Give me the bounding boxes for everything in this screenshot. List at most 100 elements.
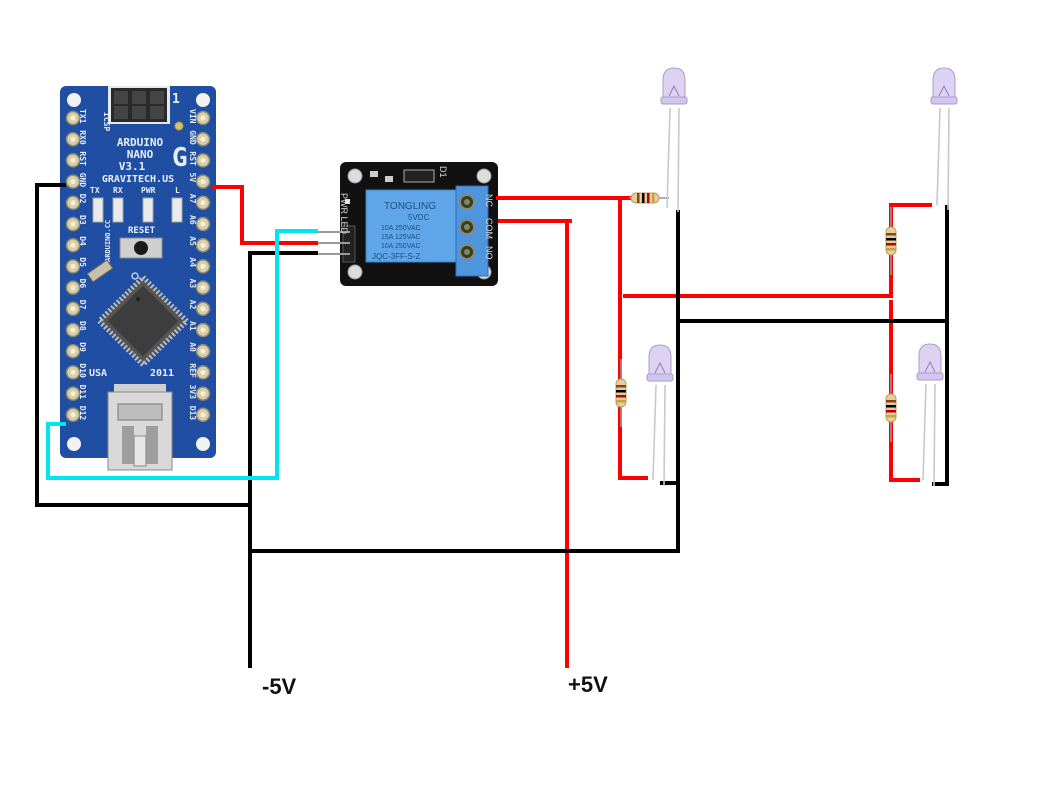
made-in-label: USA (89, 368, 107, 379)
board-vendor: GRAVITECH.US (102, 174, 174, 185)
pin-left-rx0[interactable] (65, 131, 81, 147)
mount-hole (67, 437, 81, 451)
mount-hole (196, 437, 210, 451)
smd-resistor (370, 171, 378, 177)
pin-left-rst[interactable] (65, 153, 81, 168)
led-label-pwr: PWR (141, 186, 156, 195)
wire-signal-d12[interactable] (46, 229, 318, 480)
pin-right-a0[interactable] (195, 343, 211, 359)
wire-relay-nc[interactable] (496, 196, 648, 480)
pin-right-a4[interactable] (195, 259, 211, 274)
terminal-label-no: NO (484, 246, 494, 260)
pin-left-tx1[interactable] (65, 110, 81, 126)
pin-right-a2[interactable] (195, 301, 211, 317)
pin-label: RST (188, 151, 197, 166)
mount-hole (476, 168, 492, 184)
pin-label: D2 (78, 194, 87, 204)
pin-label: RX0 (78, 130, 87, 145)
year-label: 2011 (150, 368, 174, 379)
wire-right-led-gnd[interactable] (932, 205, 949, 486)
pin-label: D6 (78, 279, 87, 289)
mini-usb-connector (107, 384, 173, 471)
relay-rating-1: 10A 250VAC (381, 225, 421, 232)
reset-button[interactable] (119, 237, 163, 259)
pin-label: A2 (188, 300, 197, 310)
arduino-cc-text: ARDUINO.CC (104, 220, 112, 262)
pin-label: D10 (78, 363, 87, 378)
pin-left-d10[interactable] (65, 365, 81, 380)
pin-left-gnd[interactable] (65, 174, 81, 189)
relay-voltage: 5VDC (408, 213, 430, 222)
pwr-led (142, 197, 154, 223)
board-name-line-1: ARDUINO (117, 136, 164, 149)
pin-right-3v3[interactable] (195, 386, 211, 401)
pin-left-d5[interactable] (65, 259, 81, 274)
relay-rating-2: 15A 125VAC (381, 234, 421, 241)
pin-right-vin[interactable] (195, 110, 211, 126)
pin-label: TX1 (78, 109, 87, 124)
pin-label: 5V (188, 173, 197, 183)
led-3 (930, 67, 958, 211)
reset-label: RESET (128, 226, 156, 236)
relay-module: D1 TONGLING 5VDC 10A 250VAC 15A 125VAC 1… (318, 162, 498, 286)
relay-model: JQC-3FF-S-Z (372, 252, 421, 261)
icsp-label: ICSP (102, 112, 111, 131)
diode-d1 (403, 169, 435, 183)
pin-left-d2[interactable] (65, 195, 81, 211)
mount-hole (347, 168, 363, 184)
led-label-tx: TX (90, 186, 100, 195)
pin-left-d4[interactable] (65, 237, 81, 253)
resistor-4 (885, 374, 897, 442)
pin-right-a1[interactable] (195, 322, 211, 338)
pin-left-d6[interactable] (65, 280, 81, 295)
pin-right-a6[interactable] (195, 216, 211, 232)
pin-right-ref[interactable] (195, 365, 211, 380)
pin-label: A5 (188, 236, 197, 246)
terminal-screw-com[interactable] (459, 219, 475, 235)
pin-right-gnd[interactable] (195, 131, 211, 147)
terminal-screw-nc[interactable] (459, 194, 475, 210)
wire-nano-gnd[interactable] (35, 183, 250, 507)
pin-label: A7 (188, 194, 197, 204)
relay-brand: TONGLING (384, 201, 436, 212)
wire-left-led-gnd[interactable] (250, 210, 680, 553)
pin-right-5v[interactable] (195, 174, 211, 189)
terminal-screw-no[interactable] (459, 244, 475, 260)
pin-label: D9 (78, 342, 87, 352)
led-4 (916, 343, 944, 487)
microcontroller-chip (95, 272, 191, 369)
positive-supply-label: +5V (568, 672, 608, 697)
tx-led (92, 197, 104, 223)
wire-nano-5v[interactable] (212, 185, 318, 245)
pin-right-a3[interactable] (195, 280, 211, 295)
pin-left-d11[interactable] (65, 386, 81, 401)
wire-relay-gnd[interactable] (248, 251, 318, 668)
pin-right-a5[interactable] (195, 237, 211, 253)
transistor (385, 176, 393, 182)
pin-left-d12[interactable] (65, 407, 81, 423)
pin-label: D11 (78, 385, 87, 400)
pin-left-d9[interactable] (65, 343, 81, 359)
pin-label: VIN (188, 109, 197, 124)
pin-right-rst[interactable] (195, 153, 211, 168)
resistor-3 (885, 207, 897, 275)
pin-label: RST (78, 151, 87, 166)
resistor-2 (615, 359, 627, 427)
pin-right-d13[interactable] (195, 407, 211, 423)
arduino-nano-board: ICSP 1 ARDUINO NANO V3.1 GRAVITECH.US G … (60, 86, 216, 471)
pin-label: 3V3 (188, 385, 197, 400)
pin-left-d7[interactable] (65, 301, 81, 317)
led-label-l: L (175, 186, 180, 195)
pin-left-d3[interactable] (65, 216, 81, 232)
pin-right-a7[interactable] (195, 195, 211, 211)
pin-label: REF (188, 363, 197, 378)
pin-label: D13 (188, 406, 197, 421)
wire-right-lower-feed[interactable] (889, 300, 920, 482)
relay-rating-3: 10A 250VAC (381, 243, 421, 250)
l-led (171, 197, 183, 223)
diode-label: D1 (438, 166, 448, 178)
pin-left-d8[interactable] (65, 322, 81, 338)
led-1 (660, 67, 688, 213)
